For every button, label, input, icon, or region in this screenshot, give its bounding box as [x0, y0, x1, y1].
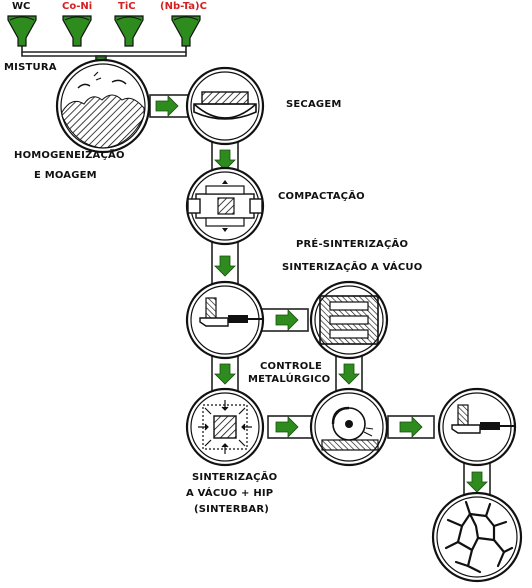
step-label-compaction: COMPACTAÇÃO: [278, 191, 365, 202]
grinding-wheel-icon: [309, 387, 389, 467]
ball-mill-icon: [55, 58, 151, 154]
step-label-vacuum-sintering: SINTERIZAÇÃO A VÁCUO: [282, 262, 423, 273]
arrow-right-icon: [275, 309, 299, 331]
step-label-mixing: MISTURA: [4, 62, 57, 73]
material-label-co-ni: Co-Ni: [62, 1, 93, 12]
material-label-nb-ta-c: (Nb-Ta)C: [160, 1, 207, 12]
step-label-control-2: METALÚRGICO: [248, 374, 331, 385]
step-label-drying: SECAGEM: [286, 99, 342, 110]
step-label-hip-2: A VÁCUO + HIP: [186, 488, 274, 499]
arrow-right-icon: [275, 416, 299, 438]
step-label-homogenization-2: E MOAGEM: [34, 170, 97, 181]
arrow-right-icon: [155, 95, 179, 117]
step-label-homogenization-1: HOMOGENEIZAÇÃO: [14, 150, 125, 161]
funnel-wc: [7, 15, 37, 47]
arrow-down-icon: [338, 363, 360, 385]
arrow-down-icon: [466, 471, 488, 493]
step-label-hip-3: (SINTERBAR): [194, 504, 270, 515]
compaction-press-icon: [185, 166, 265, 246]
arrow-down-icon: [214, 363, 236, 385]
material-funnels: [7, 15, 201, 47]
step-label-control-1: CONTROLE: [260, 361, 323, 372]
funnel-tic: [114, 15, 144, 47]
arrow-right-icon: [399, 416, 423, 438]
funnel-nb-ta-c: [171, 15, 201, 47]
arrow-down-icon: [214, 149, 236, 171]
drying-oven-icon: [185, 66, 265, 146]
step-label-presintering: PRÉ-SINTERIZAÇÃO: [296, 239, 409, 250]
funnel-co-ni: [62, 15, 92, 47]
sinter-furnace-icon: [309, 280, 389, 360]
material-label-wc: WC: [12, 1, 31, 12]
hip-press-icon: [185, 387, 265, 467]
step-label-hip-1: SINTERIZAÇÃO: [192, 472, 278, 483]
flow-arrows: [91, 56, 488, 493]
arrow-down-icon: [214, 255, 236, 277]
caliper-measure-icon: [185, 280, 265, 360]
final-caliper-icon: [437, 387, 517, 467]
material-label-tic: TiC: [118, 1, 136, 12]
microstructure-icon: [431, 491, 523, 583]
